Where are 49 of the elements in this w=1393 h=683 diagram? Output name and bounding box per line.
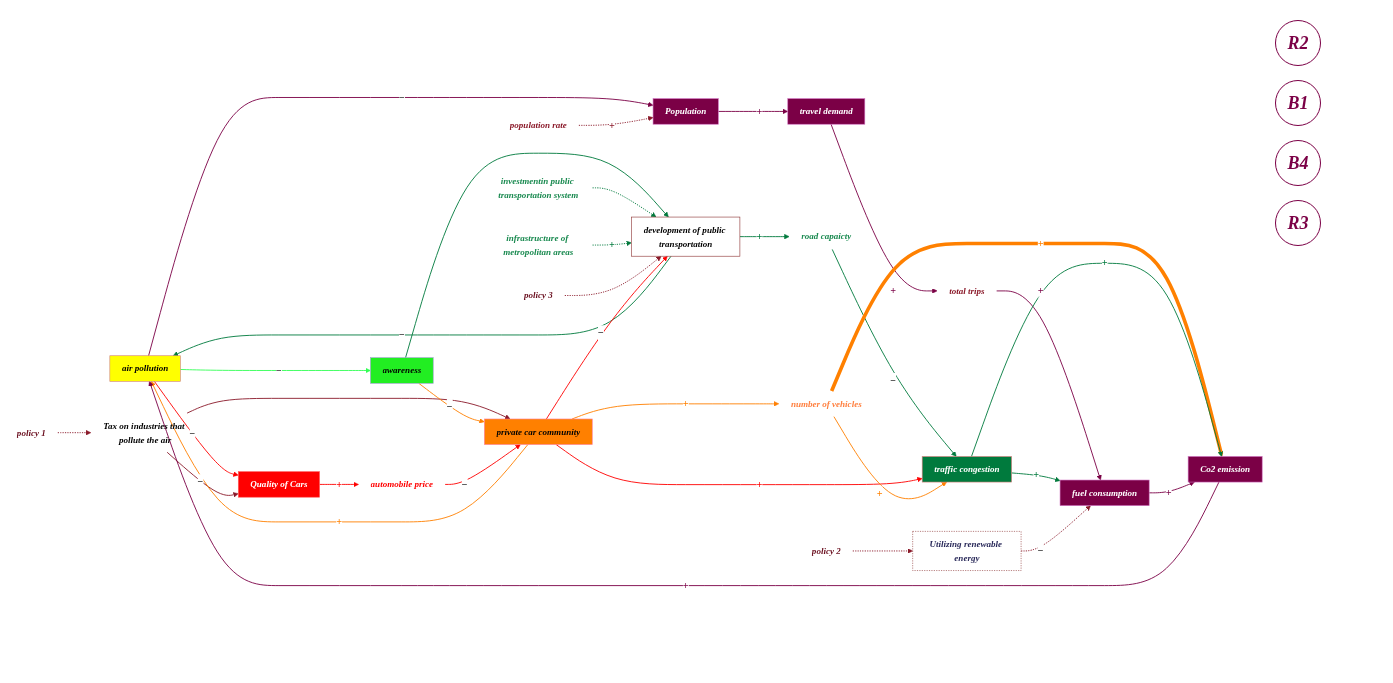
edge-label: − — [890, 374, 897, 387]
node-text: number of vehicles — [790, 398, 862, 409]
edge-label: + — [890, 285, 897, 297]
edge-label: − — [398, 91, 405, 104]
edge-label: + — [756, 105, 763, 117]
edge-label: − — [276, 364, 282, 377]
node-box: Utilizing renewable energy — [912, 531, 1022, 571]
node-box: private car community — [484, 418, 593, 445]
node-box: Co2 emission — [1187, 456, 1263, 483]
edge-label: + — [1101, 257, 1108, 269]
edge-label: + — [609, 239, 615, 251]
node-text: infrastructure of metropolitan areas — [503, 233, 574, 257]
node-text: road capaicty — [801, 231, 852, 242]
edge-label: + — [756, 230, 763, 243]
node-text: policy 1 — [16, 427, 46, 438]
node-box: fuel consumption — [1059, 479, 1150, 506]
node-box: development of public transportation — [631, 216, 741, 257]
node-box: Quality of Cars — [238, 471, 320, 498]
node-text: policy 3 — [523, 290, 553, 301]
arrow — [829, 241, 1224, 457]
node-text: policy 2 — [811, 545, 841, 556]
edge-label: − — [189, 428, 196, 440]
edge-label: − — [197, 475, 204, 488]
edge-label: + — [1037, 285, 1044, 297]
edge-label: + — [336, 478, 342, 490]
node-text: investmentin public transportation system — [498, 176, 579, 200]
edge-label: − — [461, 478, 468, 490]
edge-label: + — [682, 397, 689, 410]
node-text: population rate — [509, 120, 567, 130]
edge-label: − — [1037, 545, 1044, 557]
node-box: traffic congestion — [921, 456, 1012, 483]
edge-label: + — [756, 478, 763, 491]
node-text: automobile price — [370, 479, 434, 490]
edge-label: + — [609, 119, 615, 131]
edge-label: + — [1037, 237, 1044, 250]
edge-label: + — [682, 579, 689, 592]
edge-label: − — [398, 329, 405, 341]
node-text: Tax on industries that pollute the air — [103, 420, 185, 445]
node-box: awareness — [370, 357, 434, 384]
edge-label: − — [446, 400, 453, 413]
edge-label: + — [876, 487, 883, 499]
edge-label: + — [1033, 469, 1040, 481]
node-text: total trips — [949, 285, 985, 296]
node-box: air pollution — [109, 355, 181, 382]
edge-label: − — [597, 326, 604, 339]
edge-label: + — [1165, 486, 1172, 499]
node-box: Population — [652, 98, 719, 125]
node-box: travel demand — [787, 98, 866, 125]
edge-label: + — [336, 515, 342, 528]
